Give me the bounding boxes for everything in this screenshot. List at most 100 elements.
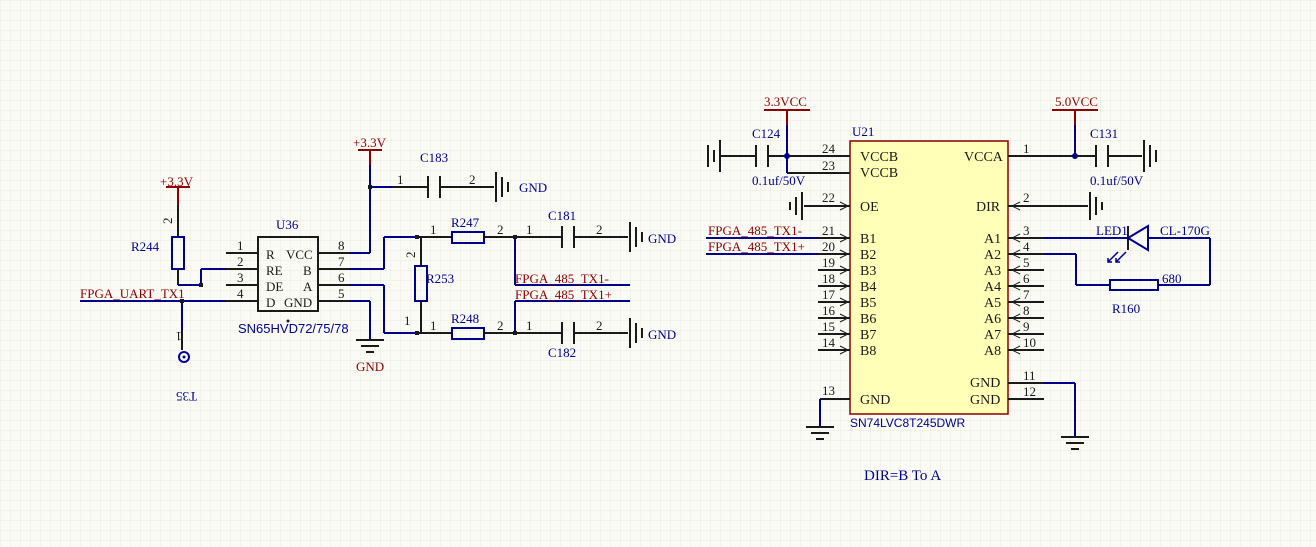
power-label-u36: +3.3V — [353, 135, 387, 150]
c182-capacitor[interactable] — [515, 318, 643, 348]
u21-ref: U21 — [852, 124, 874, 139]
c181-pin1: 1 — [526, 222, 533, 237]
u36-part: SN65HVD72/75/78 — [238, 321, 349, 336]
r253-pin2: 2 — [403, 252, 418, 259]
u21-pin-11: 11 — [1023, 368, 1036, 383]
u21-pin-oe: OE — [860, 200, 879, 215]
t35-pin: 1 — [176, 329, 183, 344]
u21-pin-12: 12 — [1023, 384, 1036, 399]
u21-pin-16: 16 — [822, 303, 836, 318]
u21-pin-dir: DIR — [976, 200, 1001, 215]
u36-ref: U36 — [276, 217, 299, 232]
c181-ref: C181 — [548, 208, 576, 223]
power-label-vccb: 3.3VCC — [764, 94, 807, 109]
u21-pin-2: 2 — [1023, 190, 1030, 205]
u36-pin-4: 4 — [237, 286, 244, 301]
u36-pin-gnd: GND — [284, 295, 312, 310]
led1-diode[interactable] — [1044, 224, 1210, 263]
r248-resistor[interactable] — [421, 327, 515, 340]
u21-pin-14: 14 — [822, 335, 836, 350]
u21-pin-18: 18 — [822, 271, 835, 286]
test-point-t35[interactable] — [178, 301, 190, 363]
u21-pin-b5: B5 — [860, 296, 876, 311]
u36-body[interactable] — [257, 236, 319, 312]
u21-pin-a8: A8 — [984, 344, 1001, 359]
u36-pin-b: B — [303, 263, 312, 278]
c131-ref: C131 — [1090, 126, 1118, 141]
u36-pin-d: D — [266, 295, 275, 310]
c181-pin2: 2 — [596, 222, 603, 237]
r247-pin1: 1 — [430, 222, 437, 237]
u36-pin-5: 5 — [338, 286, 345, 301]
u21-pin-1: 1 — [1023, 141, 1030, 156]
left-circuit: +3.3V 2 R244 1 T35 FPGA_UART_TX1 1 2 3 — [80, 135, 676, 404]
u21-pin-6: 6 — [1023, 271, 1030, 286]
u21-left-pin-stubs — [818, 201, 850, 400]
r247-resistor[interactable] — [421, 231, 515, 244]
r248-ref: R248 — [451, 311, 479, 326]
power-label-r244: +3.3V — [160, 174, 194, 189]
power-label-vcca: 5.0VCC — [1055, 94, 1098, 109]
u36-pin-r: R — [266, 247, 275, 262]
u36-pin-8: 8 — [338, 238, 345, 253]
u21-pin-a6: A6 — [984, 312, 1001, 327]
u21-pin-a2: A2 — [984, 248, 1001, 263]
gnd-label-u36: GND — [356, 359, 384, 374]
c124-ref: C124 — [752, 126, 781, 141]
u21-pin-7: 7 — [1023, 287, 1030, 302]
u21-pin-b2: B2 — [860, 248, 876, 263]
right-circuit: 3.3VCC C124 0.1uf/50V U21 SN74LVC8T245DW… — [706, 94, 1211, 484]
u21-pin-b8: B8 — [860, 344, 876, 359]
dir-note: DIR=B To A — [864, 468, 941, 484]
r248-pin1: 1 — [430, 318, 437, 333]
gnd-symbol-dir — [1044, 192, 1103, 220]
u21-pin-21: 21 — [822, 223, 835, 238]
r247-pin2: 2 — [497, 222, 504, 237]
r253-pin1: 1 — [404, 313, 411, 328]
u21-pin-17: 17 — [822, 287, 836, 302]
u36-pin-vcc: VCC — [286, 247, 313, 262]
u36-right-pins — [318, 252, 350, 302]
r253-resistor[interactable] — [414, 237, 428, 333]
u21-pin-gnd-left: GND — [860, 393, 890, 408]
c124-capacitor[interactable] — [707, 140, 850, 174]
c183-ref: C183 — [420, 150, 448, 165]
u21-body[interactable] — [849, 140, 1009, 415]
net-label-b1: FPGA_485_TX1- — [708, 223, 802, 238]
r160-resistor[interactable] — [1044, 238, 1211, 291]
c131-capacitor[interactable] — [1075, 140, 1157, 172]
u21-pin-13: 13 — [822, 383, 835, 398]
u21-pin-gnd-r2: GND — [970, 393, 1000, 408]
r244-ref: R244 — [131, 239, 160, 254]
u21-pin-gnd-r1: GND — [970, 376, 1000, 391]
net-label-tx-plus: FPGA_485_TX1+ — [515, 287, 612, 302]
r160-ref: R160 — [1112, 301, 1140, 316]
c131-value: 0.1uf/50V — [1090, 173, 1144, 188]
u21-pin-vcca: VCCA — [964, 150, 1004, 165]
u36-pin-1: 1 — [237, 238, 244, 253]
r244-pin2: 2 — [160, 218, 175, 225]
net-label-tx-minus: FPGA_485_TX1- — [515, 271, 609, 286]
u21-pin-9: 9 — [1023, 319, 1030, 334]
u21-pin-15: 15 — [822, 319, 835, 334]
u21-pin-b6: B6 — [860, 312, 876, 327]
r244-resistor[interactable] — [166, 186, 201, 286]
c183-capacitor[interactable] — [370, 172, 509, 202]
u21-pin-vccb2: VCCB — [860, 166, 898, 181]
c124-value: 0.1uf/50V — [752, 173, 806, 188]
u21-pin-10: 10 — [1023, 335, 1036, 350]
u21-pin-a3: A3 — [984, 264, 1001, 279]
c181-capacitor[interactable] — [515, 222, 643, 252]
u21-pin-a7: A7 — [984, 328, 1001, 343]
u21-pin-a5: A5 — [984, 296, 1001, 311]
u21-pin-20: 20 — [822, 239, 835, 254]
u21-pin-b7: B7 — [860, 328, 876, 343]
c182-pin2: 2 — [596, 318, 603, 333]
c181-gnd: GND — [648, 231, 676, 246]
u21-pin-b3: B3 — [860, 264, 876, 279]
u21-pin-b4: B4 — [860, 280, 876, 295]
net-label-uart: FPGA_UART_TX1 — [80, 286, 185, 301]
u21-pin-b1: B1 — [860, 232, 876, 247]
r160-value: 680 — [1162, 271, 1182, 286]
